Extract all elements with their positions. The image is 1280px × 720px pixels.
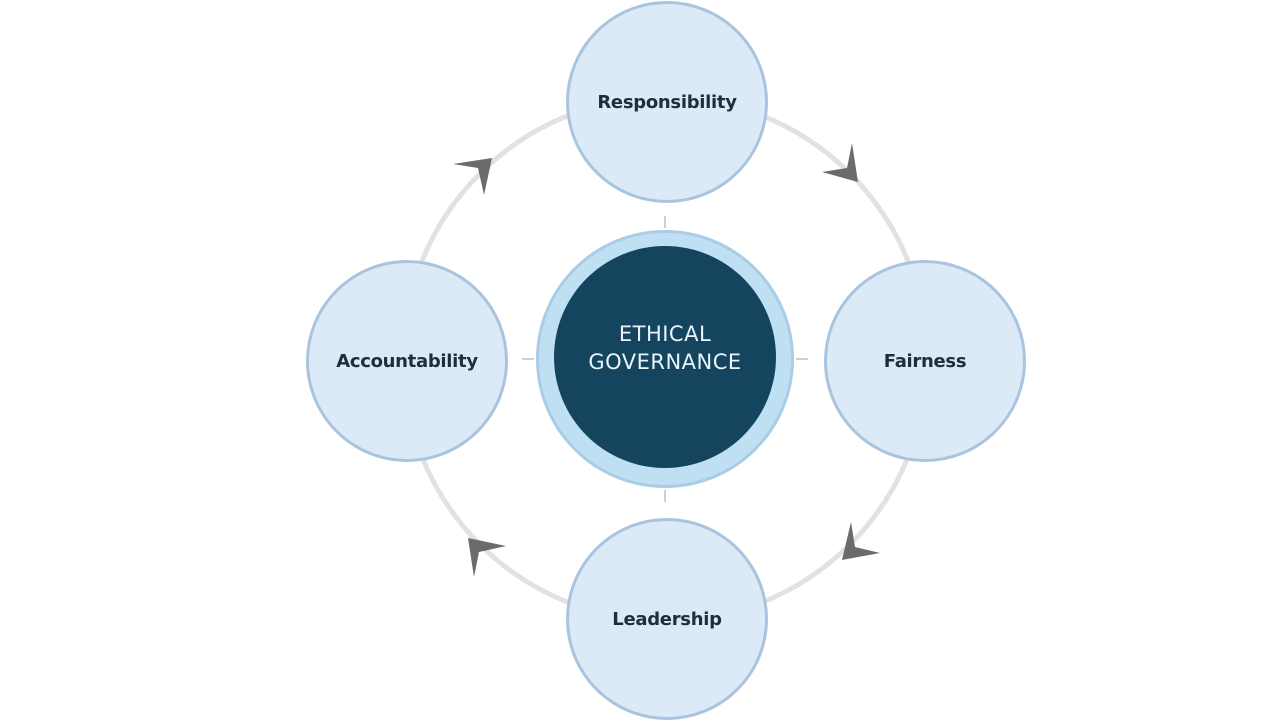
center-title-line-1: ETHICAL	[618, 322, 712, 346]
node-responsibility: Responsibility	[566, 1, 768, 203]
node-fairness: Fairness	[824, 260, 1026, 462]
center-tick-marks	[522, 216, 808, 502]
center-title-line-2: GOVERNANCE	[588, 350, 742, 374]
center-hub: ETHICAL GOVERNANCE	[536, 230, 794, 488]
node-label: Responsibility	[597, 91, 737, 113]
node-label: Leadership	[612, 608, 722, 630]
node-accountability: Accountability	[306, 260, 508, 462]
node-label: Accountability	[336, 350, 478, 372]
node-leadership: Leadership	[566, 518, 768, 720]
arrow-top-left-icon	[453, 158, 492, 195]
center-core: ETHICAL GOVERNANCE	[554, 246, 776, 468]
arrow-top-right-icon	[822, 143, 858, 182]
arrow-bottom-right-icon	[842, 522, 880, 560]
arrow-bottom-left-icon	[468, 538, 506, 577]
node-label: Fairness	[883, 350, 967, 372]
